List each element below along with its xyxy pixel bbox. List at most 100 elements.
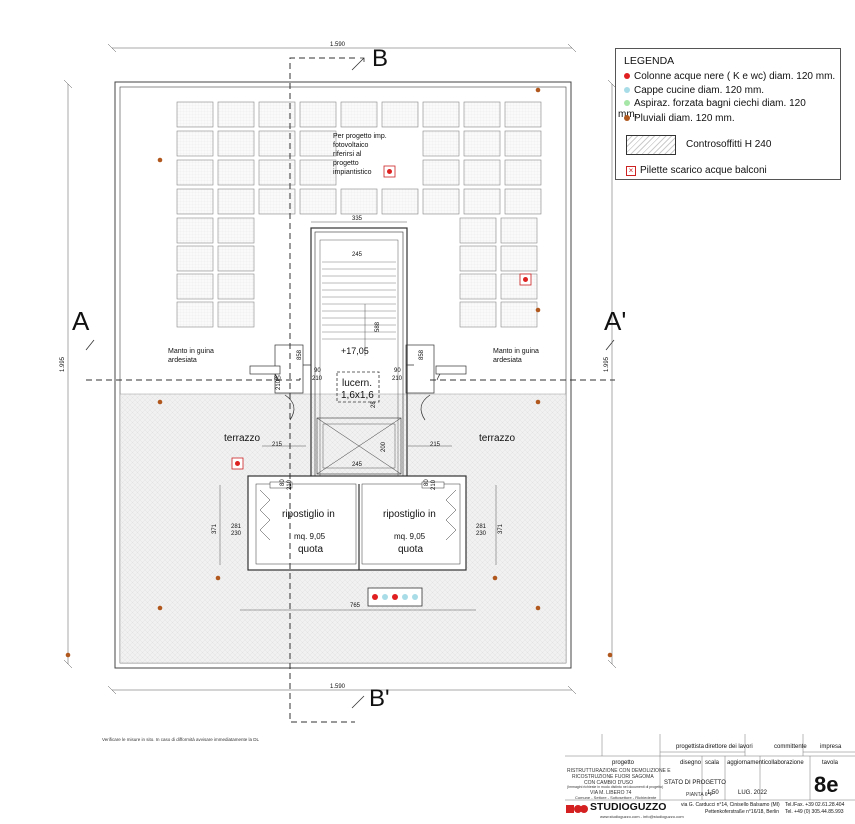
dim-245-bottom: 245: [352, 462, 363, 468]
pv-panel: [176, 188, 214, 215]
drain-box-icon: ×: [626, 166, 636, 176]
dim-80-b: 80: [424, 479, 430, 486]
tb-studio: STUDIOGUZZO: [590, 801, 667, 813]
pv-panel: [381, 188, 419, 215]
dim-90-right: 90: [394, 368, 401, 374]
tb-progetto-6: Comune - Settore - Sottosettore - Richie…: [575, 795, 657, 800]
footnote: Verificare le misure in sito. In caso di…: [102, 737, 259, 742]
pv-panel: [500, 273, 538, 300]
rain-pipe-dot: [607, 652, 613, 658]
pv-panel: [463, 188, 501, 215]
pv-panel: [258, 159, 296, 186]
tb-label-disegno: disegno: [680, 760, 702, 766]
dim-281-right: 281: [476, 524, 487, 530]
pv-panel: [217, 273, 255, 300]
rain-pipe-dot: [492, 575, 498, 581]
rain-pipe-dot: [157, 605, 163, 611]
dim-80-c: 80: [280, 479, 286, 486]
tb-addr2: Pettenkoferstraße n°16/18, Berlin: [705, 809, 779, 815]
pv-panel: [217, 301, 255, 328]
tb-committente: committente: [774, 744, 807, 750]
dim-371-right: 371: [498, 523, 504, 534]
elevation: +17,05: [341, 346, 369, 356]
storage-right-title: ripostiglio in: [383, 509, 436, 520]
section-label-a-left: A: [72, 306, 90, 336]
manto-right-1: Manto in guina: [493, 348, 539, 355]
pv-panel: [463, 101, 501, 128]
pv-panel: [463, 159, 501, 186]
pv-panel: [500, 217, 538, 244]
pv-panel: [217, 217, 255, 244]
section-label-b-top: B: [372, 45, 388, 72]
dim-588: 588: [375, 321, 381, 332]
tb-direttore: direttore dei lavori: [705, 744, 753, 750]
dim-bottom: 1.590: [330, 684, 346, 690]
pv-note-line-2: fotovoltaico: [333, 142, 369, 149]
rain-pipe-dots: [65, 87, 613, 658]
dim-210-left: 210: [312, 376, 323, 382]
legend-item-label: Pluviali diam. 120 mm.: [634, 113, 735, 124]
pv-panel: [500, 301, 538, 328]
pv-panel: [459, 273, 497, 300]
tb-label-tavola: tavola: [822, 760, 839, 766]
pv-panel-grid: [176, 101, 542, 328]
dimension-lines: [63, 43, 617, 695]
pv-panel: [381, 101, 419, 128]
legend-item-bath: Aspiraz. forzata bagni ciechi diam. 120: [624, 98, 806, 109]
storage-right-quota: quota: [398, 544, 423, 555]
section-lines: [86, 57, 615, 723]
skylight: [336, 371, 380, 403]
storage-left-area: mq. 9,05: [294, 532, 326, 541]
manto-right-2: ardesiata: [493, 357, 522, 364]
pv-panel: [217, 159, 255, 186]
pv-note-line-1: Per progetto imp.: [333, 133, 387, 140]
pv-panel: [217, 101, 255, 128]
dim-top: 1.590: [330, 42, 346, 48]
hatch-swatch-icon: [626, 135, 676, 155]
dim-210-b: 210: [431, 479, 437, 490]
storage-rooms: [247, 475, 467, 571]
pv-panel: [459, 301, 497, 328]
legend-title: LEGENDA: [624, 55, 675, 67]
tb-progetto-5: VIA M. LIBERO 74: [590, 790, 632, 796]
rain-pipe-dot: [535, 307, 541, 313]
pv-panel: [258, 101, 296, 128]
dim-210-a: 210: [276, 379, 282, 390]
tb-aggiornamenti: LUG. 2022: [738, 790, 768, 796]
section-label-b-bottom: B': [369, 685, 390, 712]
column-dots: [372, 594, 418, 600]
dim-335: 335: [352, 216, 363, 222]
tb-label-collaborazione: collaborazione: [765, 760, 804, 766]
pv-panel: [176, 130, 214, 157]
pv-panel: [299, 130, 337, 157]
tb-tavola: 8e: [814, 772, 839, 797]
pv-note-line-4: progetto: [333, 160, 359, 167]
dim-858-right: 858: [419, 349, 425, 360]
tb-progettista: progettista: [676, 744, 705, 750]
pv-panel: [217, 188, 255, 215]
pv-panel: [504, 159, 542, 186]
dim-right: 1.995: [604, 356, 610, 372]
legend-item-label: Cappe cucine diam. 120 mm.: [634, 85, 765, 96]
pv-panel: [176, 217, 214, 244]
rain-pipe-dot: [65, 652, 71, 658]
brown-dot-icon: [624, 115, 630, 122]
pv-panel: [176, 273, 214, 300]
dim-210-right: 210: [392, 376, 403, 382]
dim-858-left: 858: [297, 349, 303, 360]
tb-disegno: STATO DI PROGETTO: [664, 780, 726, 786]
green-dot-icon: [624, 100, 630, 107]
pv-panel: [176, 101, 214, 128]
cyan-dot-icon: [624, 87, 630, 94]
rain-pipe-dot: [157, 157, 163, 163]
pv-panel: [504, 130, 542, 157]
pv-panel: [459, 217, 497, 244]
dim-230-right: 230: [476, 531, 487, 537]
tb-label-aggiornamenti: aggiornamenti: [727, 760, 766, 766]
pv-panel: [422, 159, 460, 186]
tb-progetto-4: (Immagini richieste in modo distinto nei…: [567, 785, 664, 789]
dim-281-left: 281: [231, 524, 242, 530]
landing: [249, 344, 467, 421]
skylight-label: lucern.: [342, 378, 372, 389]
